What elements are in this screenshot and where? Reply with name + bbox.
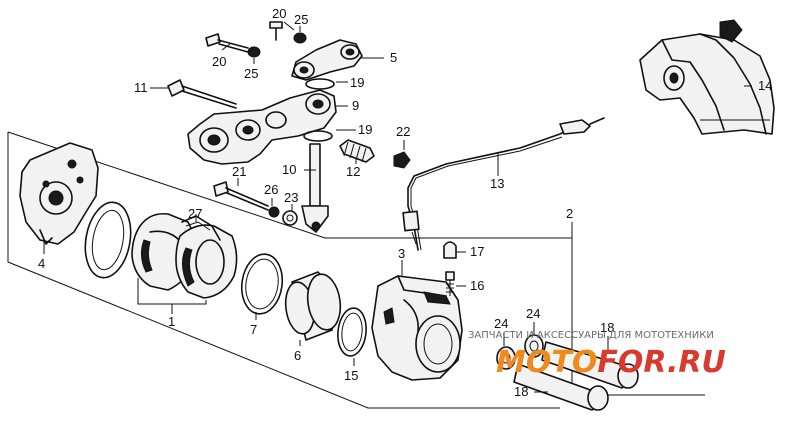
- callout-25-lower: 25: [244, 66, 258, 81]
- callout-6: 6: [294, 348, 301, 363]
- part-27-pad-spring: [181, 215, 221, 241]
- part-21-bolt: [213, 181, 269, 211]
- callout-21: 21: [232, 164, 246, 179]
- part-10-slide-pin: [301, 143, 329, 233]
- callout-3: 3: [398, 246, 405, 261]
- callout-9: 9: [352, 98, 359, 113]
- watermark-brand-for: FOR: [597, 345, 667, 380]
- part-5-torque-link: [291, 39, 363, 81]
- callout-labels: 20 25 20 25 5 11 19 9 19 22 10 12 13 14 …: [38, 6, 772, 399]
- part-26-washer: [268, 206, 280, 218]
- callout-17: 17: [470, 244, 484, 259]
- callout-7: 7: [250, 322, 257, 337]
- callout-18-lower: 18: [514, 384, 528, 399]
- watermark-brand: MOTOFOR.RU: [496, 345, 726, 380]
- part-23-washer: [282, 210, 298, 226]
- part-shim-disc: [84, 201, 132, 279]
- callout-18-upper: 18: [600, 320, 614, 335]
- callout-11: 11: [134, 80, 148, 95]
- callout-15: 15: [344, 368, 358, 383]
- callout-22: 22: [396, 124, 410, 139]
- callout-27: 27: [188, 206, 202, 221]
- part-3-caliper-body: [371, 275, 463, 381]
- watermark-brand-moto: MOTO: [496, 345, 597, 380]
- watermark: ЗАПЧАСТИ И АКСЕССУАРЫ ДЛЯ МОТОТЕХНИКИ MO…: [468, 330, 726, 380]
- callout-13: 13: [490, 176, 504, 191]
- leader-lines: [43, 21, 752, 393]
- part-20-bolt-lower: [205, 33, 249, 53]
- part-13-brake-hose: [402, 117, 605, 251]
- part-1-brake-pads: [131, 212, 238, 299]
- callout-19-upper: 19: [350, 75, 364, 90]
- callout-14: 14: [758, 78, 772, 93]
- callout-20-upper: 20: [272, 6, 286, 21]
- part-6-piston: [284, 271, 342, 341]
- part-20-bolt-upper: [269, 21, 283, 41]
- callout-24-right: 24: [526, 306, 540, 321]
- part-15-piston-seal: [337, 307, 367, 357]
- watermark-brand-ru: .RU: [667, 345, 726, 380]
- part-25-collar-lower: [247, 46, 261, 58]
- callout-26: 26: [264, 182, 278, 197]
- part-12-dust-boot: [339, 139, 375, 163]
- part-7-seal-ring: [240, 253, 284, 315]
- callout-5: 5: [390, 50, 397, 65]
- callout-25-upper: 25: [294, 12, 308, 27]
- callout-23: 23: [284, 190, 298, 205]
- part-19-o-ring-lower: [303, 130, 333, 142]
- part-24-washer-right: [524, 334, 544, 358]
- part-22-nut: [393, 151, 411, 169]
- part-14-splash-guard: [639, 19, 775, 135]
- watermark-caption: ЗАПЧАСТИ И АКСЕССУАРЫ ДЛЯ МОТОТЕХНИКИ: [468, 330, 714, 341]
- part-9-caliper-bracket: [187, 89, 337, 165]
- part-25-collar-upper: [293, 32, 307, 44]
- callout-1: 1: [168, 314, 175, 329]
- callout-2: 2: [566, 206, 573, 221]
- callout-4: 4: [38, 256, 45, 271]
- callout-24-left: 24: [494, 316, 508, 331]
- part-18-pin-lower: [513, 363, 609, 411]
- part-18-pin-upper: [541, 341, 639, 389]
- assembly-frame: [7, 131, 705, 409]
- part-24-washer-left: [496, 346, 516, 370]
- part-16-bleeder-screw: [445, 271, 455, 296]
- callout-12: 12: [346, 164, 360, 179]
- part-11-bolt: [167, 79, 237, 109]
- part-19-o-ring-upper: [305, 78, 335, 90]
- callout-19-lower: 19: [358, 122, 372, 137]
- callout-10: 10: [282, 162, 296, 177]
- part-17-bleeder-cap: [443, 241, 457, 259]
- part-4-pad-plate: [19, 142, 99, 245]
- callout-16: 16: [470, 278, 484, 293]
- callout-20-lower: 20: [212, 54, 226, 69]
